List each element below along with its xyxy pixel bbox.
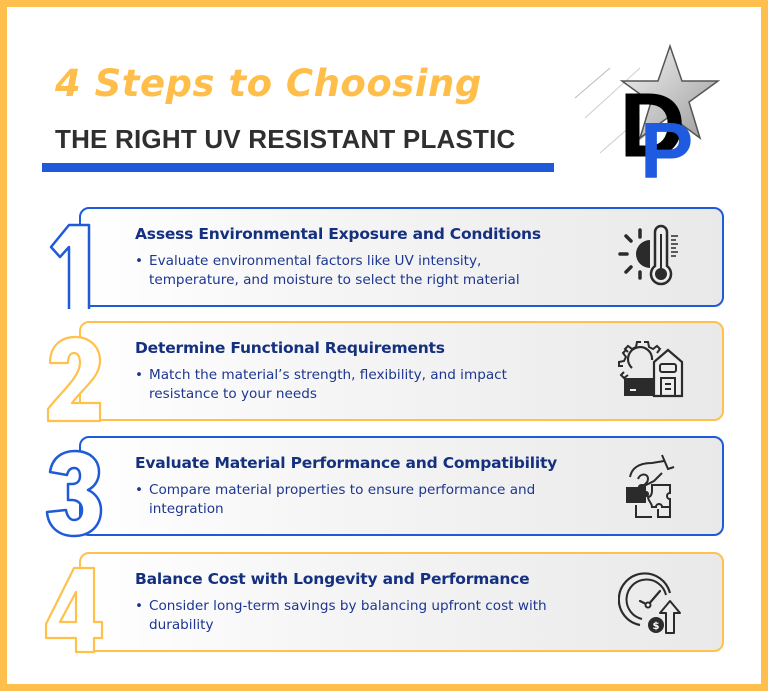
dollar-sign: $	[653, 621, 660, 632]
numeral-2-icon	[46, 335, 102, 423]
gear-factory-icon	[618, 341, 684, 398]
logo-letter-p: P	[640, 106, 693, 188]
dp-star-logo: D P	[574, 43, 721, 188]
step-bullet: Consider long-term savings by balancing …	[135, 597, 575, 635]
clock-dollar-growth-icon: $	[618, 572, 681, 634]
numeral-4-icon	[44, 566, 104, 654]
logo-letter-d: D	[620, 76, 685, 176]
step-3: Evaluate Material Performance and Compat…	[40, 436, 730, 538]
step-title: Determine Functional Requirements	[135, 339, 445, 357]
step-4: Balance Cost with Longevity and Performa…	[40, 552, 730, 654]
step-bullet: Compare material properties to ensure pe…	[135, 481, 575, 519]
step-title: Balance Cost with Longevity and Performa…	[135, 570, 530, 588]
page-title: 4 Steps to Choosing	[55, 62, 482, 105]
step-title: Evaluate Material Performance and Compat…	[135, 454, 558, 472]
sun-thermometer-icon	[618, 224, 678, 286]
numeral-1-icon	[49, 223, 91, 309]
numeral-3-icon	[45, 449, 103, 538]
step-bullet: Evaluate environmental factors like UV i…	[135, 252, 575, 290]
step-title: Assess Environmental Exposure and Condit…	[135, 225, 541, 243]
page-subtitle: THE RIGHT UV RESISTANT PLASTIC	[55, 124, 516, 154]
step-bullet: Match the material’s strength, flexibili…	[135, 366, 575, 404]
step-2: Determine Functional Requirements Match …	[40, 321, 730, 423]
puzzle-hand-icon	[626, 454, 675, 518]
step-1: Assess Environmental Exposure and Condit…	[40, 207, 730, 309]
title-underline	[42, 163, 554, 172]
